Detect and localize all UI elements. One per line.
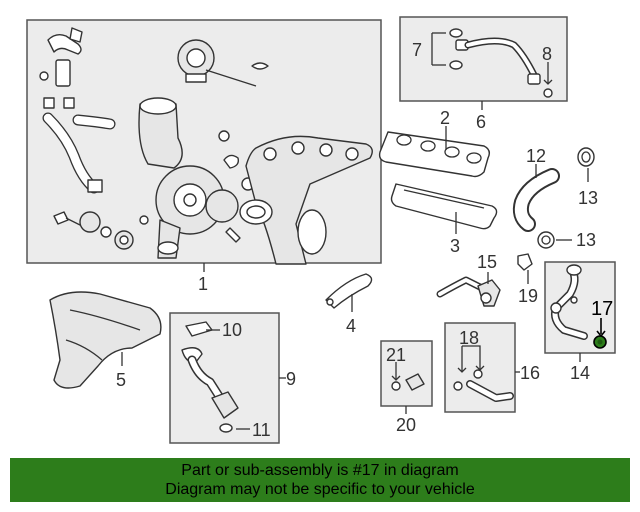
callout-16: 16 bbox=[520, 363, 540, 383]
callout-12: 12 bbox=[526, 146, 546, 166]
oil-line-box bbox=[399, 16, 568, 102]
water-pipe-15 bbox=[436, 276, 501, 307]
callout-10: 10 bbox=[222, 320, 242, 340]
manifold-gaskets bbox=[378, 131, 498, 230]
oil-return-box bbox=[169, 312, 280, 444]
callout-21: 21 bbox=[386, 345, 406, 365]
callout-7: 7 bbox=[412, 40, 422, 60]
callout-1: 1 bbox=[198, 274, 208, 294]
callout-14: 14 bbox=[570, 363, 590, 383]
parts-diagram: 1 7 8 6 2 3 12 bbox=[26, 16, 616, 444]
callout-15: 15 bbox=[477, 252, 497, 272]
callout-13a: 13 bbox=[578, 188, 598, 208]
coolant-pipe-box bbox=[544, 261, 616, 354]
callout-17: 17 bbox=[591, 298, 613, 320]
banner-line-2: Diagram may not be specific to your vehi… bbox=[165, 481, 475, 498]
callout-3: 3 bbox=[450, 236, 460, 256]
callout-9: 9 bbox=[286, 369, 296, 389]
callout-8: 8 bbox=[542, 44, 552, 64]
callout-11: 11 bbox=[252, 420, 271, 440]
callout-6: 6 bbox=[476, 112, 486, 132]
callout-20: 20 bbox=[396, 415, 416, 435]
banner-line-1: Part or sub-assembly is #17 in diagram bbox=[181, 462, 459, 479]
callout-5: 5 bbox=[116, 370, 126, 390]
hose-clamp-13-lower bbox=[537, 231, 555, 249]
coolant-return-box bbox=[444, 322, 516, 413]
clip-19 bbox=[517, 253, 533, 271]
callout-13b: 13 bbox=[576, 230, 596, 250]
callout-4: 4 bbox=[346, 316, 356, 336]
fitment-notice-banner: Part or sub-assembly is #17 in diagram D… bbox=[10, 458, 630, 502]
callout-18: 18 bbox=[459, 328, 479, 348]
bracket-4 bbox=[325, 273, 373, 309]
part-17-highlighted-seal[interactable] bbox=[593, 335, 607, 349]
hose-clamp-13-upper bbox=[577, 147, 595, 167]
turbo-assembly-box bbox=[26, 19, 382, 265]
coolant-hose-12 bbox=[512, 168, 560, 232]
callout-19: 19 bbox=[518, 286, 538, 306]
callout-2: 2 bbox=[440, 108, 450, 128]
heat-shield-5 bbox=[49, 291, 162, 389]
